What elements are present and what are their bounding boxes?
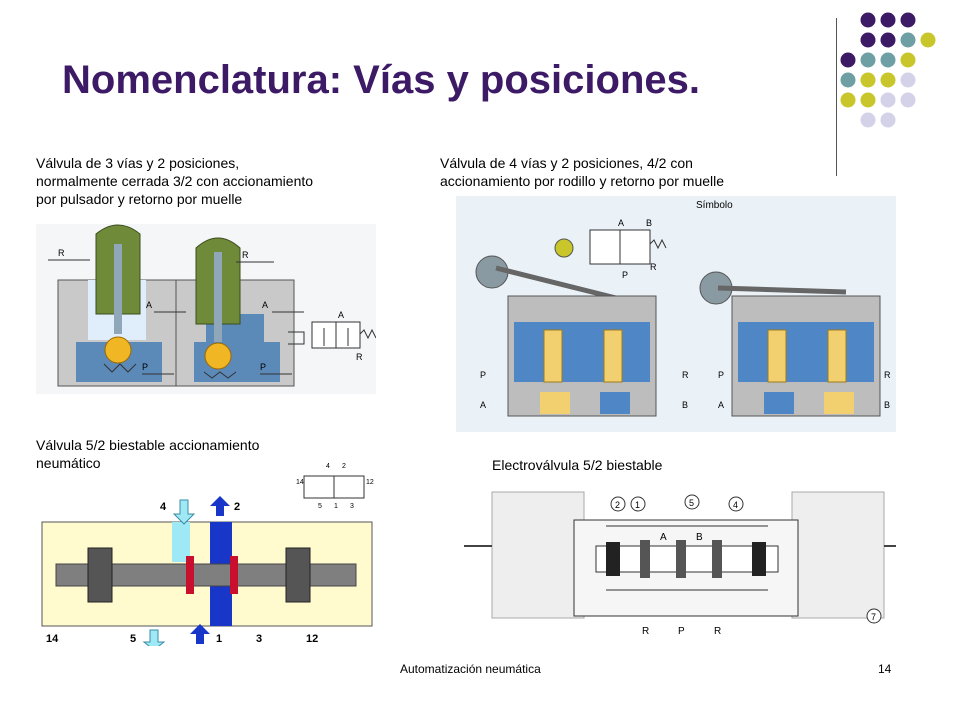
label-5: 5 — [318, 503, 322, 510]
label-a: A — [262, 300, 268, 310]
decorative-dot — [880, 52, 896, 68]
valve-5-2-symbol: 14 12 4 2 5 1 3 — [296, 463, 374, 510]
label-12: 12 — [366, 479, 374, 486]
decorative-dot — [900, 52, 916, 68]
decorative-dot — [880, 92, 896, 108]
decorative-dot-grid — [840, 12, 936, 128]
caption-line: accionamiento por rodillo y retorno por … — [440, 173, 725, 189]
svg-text:5: 5 — [689, 498, 694, 508]
label-a: A — [146, 300, 152, 310]
label-5: 5 — [130, 633, 136, 645]
decorative-dot — [860, 112, 876, 128]
caption-line: por pulsador y retorno por muelle — [36, 191, 243, 207]
callout-2: 2 — [610, 496, 626, 512]
symbol-label: Símbolo — [696, 200, 733, 211]
callout-5: 5 — [684, 494, 700, 510]
label-12: 12 — [306, 633, 318, 645]
label-3: 3 — [256, 633, 262, 645]
label-b: B — [646, 218, 652, 228]
valve-5-2-pneumatic-diagram: 14 12 4 2 5 1 3 4 2 14 5 1 3 12 — [41, 463, 374, 646]
valve-4-2-diagram: Símbolo A B P R P A R B P A R B — [456, 196, 896, 432]
decorative-dot — [860, 52, 876, 68]
label-4: 4 — [326, 463, 330, 470]
label-14: 14 — [46, 633, 59, 645]
label-p: P — [480, 370, 486, 380]
label-a: A — [618, 218, 624, 228]
caption-valve-3-2: Válvula de 3 vías y 2 posiciones, normal… — [36, 154, 376, 208]
decorative-dot — [880, 32, 896, 48]
label-a: A — [338, 310, 344, 320]
svg-text:1: 1 — [635, 500, 640, 510]
decorative-dot — [840, 52, 856, 68]
label-1: 1 — [334, 503, 338, 510]
caption-line: normalmente cerrada 3/2 con accionamient… — [36, 173, 314, 189]
label-r: R — [884, 370, 891, 380]
label-p: P — [678, 626, 685, 637]
decorative-dot — [900, 12, 916, 28]
decorative-dot — [900, 32, 916, 48]
caption-solenoid-5-2: Electroválvula 5/2 biestable — [492, 457, 663, 473]
label-a: A — [718, 400, 724, 410]
label-b: B — [884, 400, 890, 410]
svg-text:7: 7 — [871, 612, 876, 622]
decorative-dot — [840, 92, 856, 108]
caption-valve-5-2-pneumatic: Válvula 5/2 biestable accionamiento neum… — [36, 436, 336, 472]
caption-line: Válvula de 4 vías y 2 posiciones, 4/2 co… — [440, 155, 693, 171]
svg-text:2: 2 — [615, 500, 620, 510]
callout-7: 7 — [866, 608, 882, 624]
label-r: R — [714, 626, 721, 637]
label-r: R — [642, 626, 649, 637]
label-a: A — [480, 400, 486, 410]
callout-4: 4 — [728, 496, 744, 512]
label-p: P — [718, 370, 724, 380]
label-1: 1 — [216, 633, 222, 645]
footer-text: Automatización neumática — [400, 662, 541, 676]
valve-3-2-diagram: R A P R A P A R — [36, 224, 376, 394]
decorative-dot — [840, 72, 856, 88]
valve-3-2-symbol: A R — [288, 310, 376, 362]
caption-valve-4-2: Válvula de 4 vías y 2 posiciones, 4/2 co… — [440, 154, 800, 190]
svg-text:4: 4 — [733, 500, 738, 510]
decorative-dot — [920, 32, 936, 48]
label-14: 14 — [296, 479, 304, 486]
label-a: A — [660, 532, 667, 543]
label-p: P — [622, 270, 628, 280]
callout-1: 1 — [630, 496, 646, 512]
caption-line: neumático — [36, 455, 101, 471]
label-r: R — [58, 248, 65, 258]
decorative-dot — [900, 92, 916, 108]
label-3: 3 — [350, 503, 354, 510]
solenoid-5-2-diagram: 2 1 5 4 7 A B R P R — [456, 486, 896, 640]
caption-line: Válvula 5/2 biestable accionamiento — [36, 437, 260, 453]
label-p: P — [142, 362, 148, 372]
label-b: B — [696, 532, 703, 543]
slide-title: Nomenclatura: Vías y posiciones. — [62, 58, 700, 102]
caption-line: Válvula de 3 vías y 2 posiciones, — [36, 155, 240, 171]
label-r: R — [242, 250, 249, 260]
decorative-dot — [860, 12, 876, 28]
decorative-dot — [880, 112, 896, 128]
title-divider — [836, 18, 837, 176]
label-r: R — [682, 370, 689, 380]
decorative-dot — [900, 72, 916, 88]
decorative-dot — [880, 12, 896, 28]
label-2: 2 — [342, 463, 346, 470]
label-b: B — [682, 400, 688, 410]
decorative-dot — [860, 72, 876, 88]
page-number: 14 — [878, 662, 892, 676]
label-r: R — [650, 262, 657, 272]
decorative-dot — [880, 72, 896, 88]
decorative-dot — [860, 32, 876, 48]
valve-4-2-symbol: A B P R — [554, 218, 667, 280]
label-4: 4 — [160, 501, 167, 513]
decorative-dot — [860, 92, 876, 108]
label-2: 2 — [234, 501, 240, 513]
label-p: P — [260, 362, 266, 372]
label-r: R — [356, 352, 363, 362]
